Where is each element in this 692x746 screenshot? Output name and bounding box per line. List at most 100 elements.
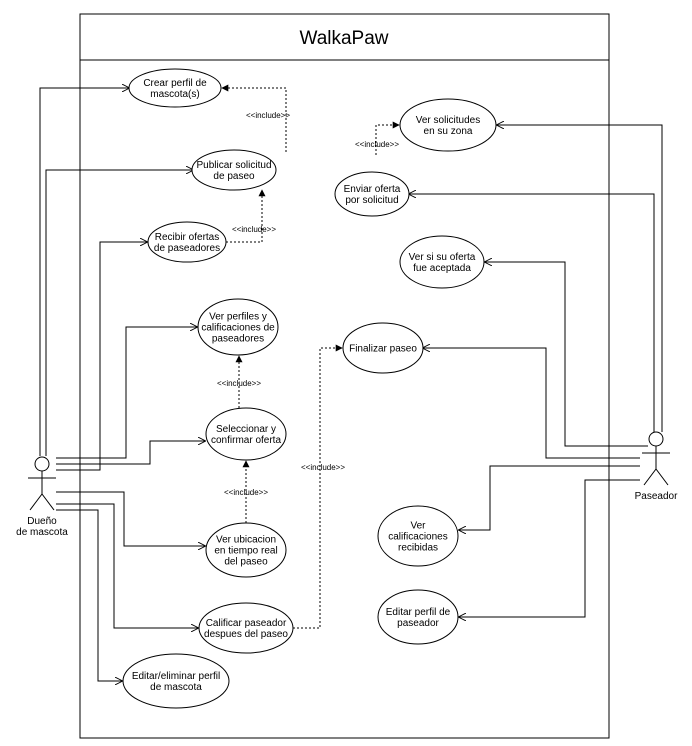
use-case-label-line: Ver: [410, 521, 426, 532]
use-case-label-line: despues del paseo: [204, 629, 288, 640]
use-case-label-line: Editar perfil de: [386, 607, 451, 618]
use-case-label-line: Calificar paseador: [206, 618, 287, 629]
system-title: WalkaPaw: [299, 28, 388, 49]
use-case-label-line: Ver si su oferta: [409, 252, 476, 263]
use-case-label-line: Ver perfiles y: [209, 312, 267, 323]
actor-owner-leg-right: [41, 493, 55, 511]
use-case-label-line: de mascota: [150, 682, 202, 693]
assoc-ver-calificaciones: [459, 465, 640, 530]
walker-associations: [409, 125, 663, 617]
actor-walker-leg-right: [655, 468, 669, 486]
assoc-ver-perfiles: [56, 327, 197, 459]
use-case-label-line: fue aceptada: [413, 263, 471, 274]
use-case-label-line: confirmar oferta: [211, 435, 281, 446]
actor-label-line: de mascota: [16, 527, 68, 538]
use-case-label-line: paseadores: [212, 334, 264, 345]
use-case-label: Finalizar paseo: [349, 344, 417, 355]
assoc-ver-aceptada: [485, 262, 648, 447]
assoc-calificar: [56, 503, 198, 628]
owner-associations: [39, 88, 205, 681]
use-case-label-line: del paseo: [224, 557, 268, 568]
use-case-label-line: paseador: [397, 618, 439, 629]
use-case-label-line: mascota(s): [150, 89, 199, 100]
include-label: <<include>>: [301, 463, 345, 472]
assoc-enviar-oferta: [409, 194, 655, 432]
assoc-publicar-solicitud: [45, 170, 193, 456]
use-case-label-line: en su zona: [424, 126, 473, 137]
actor-walker-head: [648, 431, 664, 447]
actor-label-line: Dueño: [27, 516, 57, 527]
use-case-label-line: Editar/eliminar perfil: [132, 671, 220, 682]
assoc-editar-mascota: [56, 509, 122, 681]
include-recibir-publicar: [226, 189, 266, 243]
system-boundary: WalkaPaw: [79, 13, 610, 739]
include-dependencies: <<include>> <<include>> <<include>> <<in…: [217, 84, 400, 629]
use-case-label-line: recibidas: [398, 543, 438, 554]
use-case-label-line: Ver solicitudes: [416, 115, 480, 126]
use-case-label-line: en tiempo real: [214, 546, 277, 557]
use-case-label-line: calificaciones de: [201, 323, 275, 334]
include-label: <<include>>: [232, 225, 276, 234]
use-case-label-line: calificaciones: [388, 532, 447, 543]
actor-walker-label: Paseador: [635, 491, 678, 502]
assoc-crear-perfil: [39, 88, 129, 456]
assoc-finalizar: [423, 348, 640, 459]
use-case-label-line: Seleccionar y: [216, 424, 276, 435]
use-case-label-line: de paseadores: [154, 243, 220, 254]
actor-label-line: Paseador: [635, 491, 678, 502]
include-publicar-crear: [221, 84, 287, 152]
use-case-finalizar: Finalizar paseo: [342, 322, 424, 374]
use-case-label-line: de paseo: [213, 171, 255, 182]
use-case-label-line: Recibir ofertas: [155, 232, 219, 243]
include-enviar-ver: [375, 121, 400, 155]
actor-walker: Paseador: [635, 431, 678, 502]
include-calificar-finalizar: [293, 344, 343, 629]
include-label: <<include>>: [217, 379, 261, 388]
actor-owner-head: [34, 456, 50, 472]
use-case-label-line: Crear perfil de: [143, 78, 207, 89]
assoc-seleccionar: [56, 441, 205, 465]
assoc-editar-paseador: [459, 479, 640, 617]
assoc-recibir-ofertas: [56, 242, 147, 471]
include-label: <<include>>: [246, 111, 290, 120]
use-case-label-line: por solicitud: [345, 195, 398, 206]
use-case-label-line: Finalizar paseo: [349, 344, 417, 355]
use-case-label-line: Enviar oferta: [344, 184, 401, 195]
use-case-label-line: Publicar solicitud: [196, 160, 271, 171]
actor-walker-leg-left: [643, 468, 657, 486]
include-label: <<include>>: [355, 140, 399, 149]
assoc-ver-ubicacion: [56, 491, 205, 546]
include-label: <<include>>: [224, 488, 268, 497]
use-case-label-line: Ver ubicacion: [216, 535, 276, 546]
